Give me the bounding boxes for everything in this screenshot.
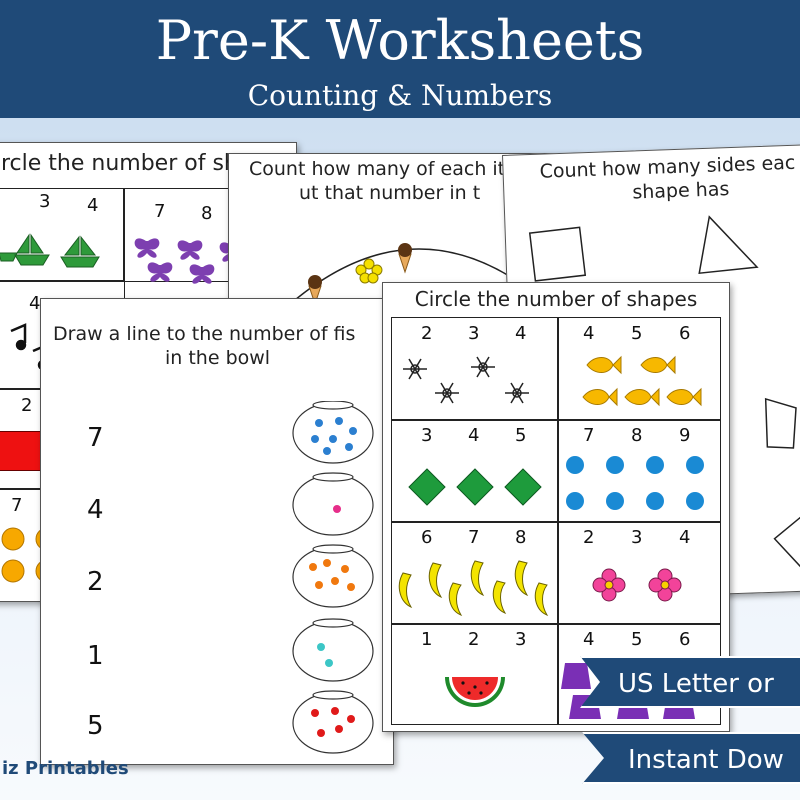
cell-number: 7 bbox=[154, 201, 166, 222]
instant-download-label: Instant Dow bbox=[628, 745, 784, 775]
cell-number: 4 bbox=[515, 323, 527, 344]
cell-number: 3 bbox=[468, 323, 480, 344]
cell-number: 2 bbox=[421, 323, 433, 344]
instant-download-banner: Instant Dow bbox=[582, 732, 800, 784]
brand-label: iz Printables bbox=[2, 758, 129, 779]
worksheet-instruction-line1: Draw a line to the number of fis bbox=[53, 323, 356, 345]
worksheet-instruction-line2: ut that number in t bbox=[299, 182, 481, 204]
ice-cream-icon bbox=[308, 243, 412, 306]
grid-cell bbox=[557, 317, 721, 421]
sailboat-icon bbox=[0, 233, 100, 268]
grid-cell bbox=[0, 188, 125, 282]
banana-icon bbox=[398, 560, 549, 617]
shapes-outline-icon bbox=[528, 215, 800, 569]
cell-number: 3 bbox=[421, 425, 433, 446]
worksheet-title: Circle the number of shapes bbox=[414, 287, 698, 311]
grid-cell bbox=[557, 521, 721, 625]
cell-number: 2 bbox=[468, 629, 480, 650]
cell-number: 4 bbox=[87, 195, 99, 216]
splat-icon bbox=[566, 456, 704, 510]
answer-number: 4 bbox=[87, 495, 104, 525]
cell-number: 8 bbox=[201, 203, 213, 224]
cell-number: 4 bbox=[679, 527, 691, 548]
header-banner: Pre-K Worksheets Counting & Numbers bbox=[0, 0, 800, 118]
watermelon-icon bbox=[445, 677, 505, 707]
worksheet-fish-bowl: Draw a line to the number of fis in the … bbox=[40, 298, 394, 765]
cell-number: 3 bbox=[631, 527, 643, 548]
cell-number: 4 bbox=[29, 293, 41, 314]
us-letter-banner: US Letter or bbox=[580, 656, 800, 708]
worksheet-instruction-line2: shape has bbox=[632, 178, 730, 204]
grid-cell bbox=[391, 521, 559, 625]
flower-icon bbox=[355, 258, 383, 284]
cell-number: 5 bbox=[515, 425, 527, 446]
cell-number: 2 bbox=[21, 395, 33, 416]
cell-number: 7 bbox=[583, 425, 595, 446]
cell-number: 7 bbox=[11, 495, 23, 516]
grid-cell bbox=[391, 419, 559, 523]
answer-number: 7 bbox=[87, 423, 104, 453]
cell-number: 2 bbox=[583, 527, 595, 548]
cell-number: 4 bbox=[583, 323, 595, 344]
us-letter-label: US Letter or bbox=[618, 669, 774, 699]
cell-number: 8 bbox=[515, 527, 527, 548]
cell-number: 4 bbox=[583, 629, 595, 650]
cell-number: 8 bbox=[631, 425, 643, 446]
grid-cell bbox=[557, 419, 721, 523]
grid-cell bbox=[391, 623, 559, 725]
cell-number: 1 bbox=[421, 629, 433, 650]
cell-number: 3 bbox=[515, 629, 527, 650]
worksheet-instruction-line2: in the bowl bbox=[165, 347, 271, 369]
green-diamond-icon bbox=[408, 468, 542, 506]
cell-number: 5 bbox=[631, 323, 643, 344]
page-title: Pre-K Worksheets bbox=[155, 9, 645, 72]
cell-number: 5 bbox=[631, 629, 643, 650]
cell-number: 7 bbox=[468, 527, 480, 548]
cell-number: 3 bbox=[39, 191, 51, 212]
counting-circle-illustration bbox=[278, 243, 560, 314]
page-subtitle: Counting & Numbers bbox=[247, 79, 553, 112]
cell-number: 6 bbox=[679, 323, 691, 344]
fish-bowl-icon bbox=[292, 401, 374, 754]
snowflake-icon bbox=[403, 356, 529, 404]
goldfish-icon bbox=[582, 355, 702, 407]
cell-number: 6 bbox=[421, 527, 433, 548]
worksheet-count-sides: Count how many sides eac shape has bbox=[502, 143, 800, 602]
red-square-shape bbox=[0, 431, 41, 471]
worksheet-instruction-line1: Count how many of each ite bbox=[249, 158, 517, 180]
answer-number: 1 bbox=[87, 641, 104, 671]
grid-cell bbox=[391, 317, 559, 421]
cell-number: 9 bbox=[679, 425, 691, 446]
answer-number: 5 bbox=[87, 711, 104, 741]
cell-number: 6 bbox=[679, 629, 691, 650]
answer-number: 2 bbox=[87, 567, 104, 597]
cell-number: 4 bbox=[468, 425, 480, 446]
pink-flower-icon bbox=[592, 568, 682, 602]
